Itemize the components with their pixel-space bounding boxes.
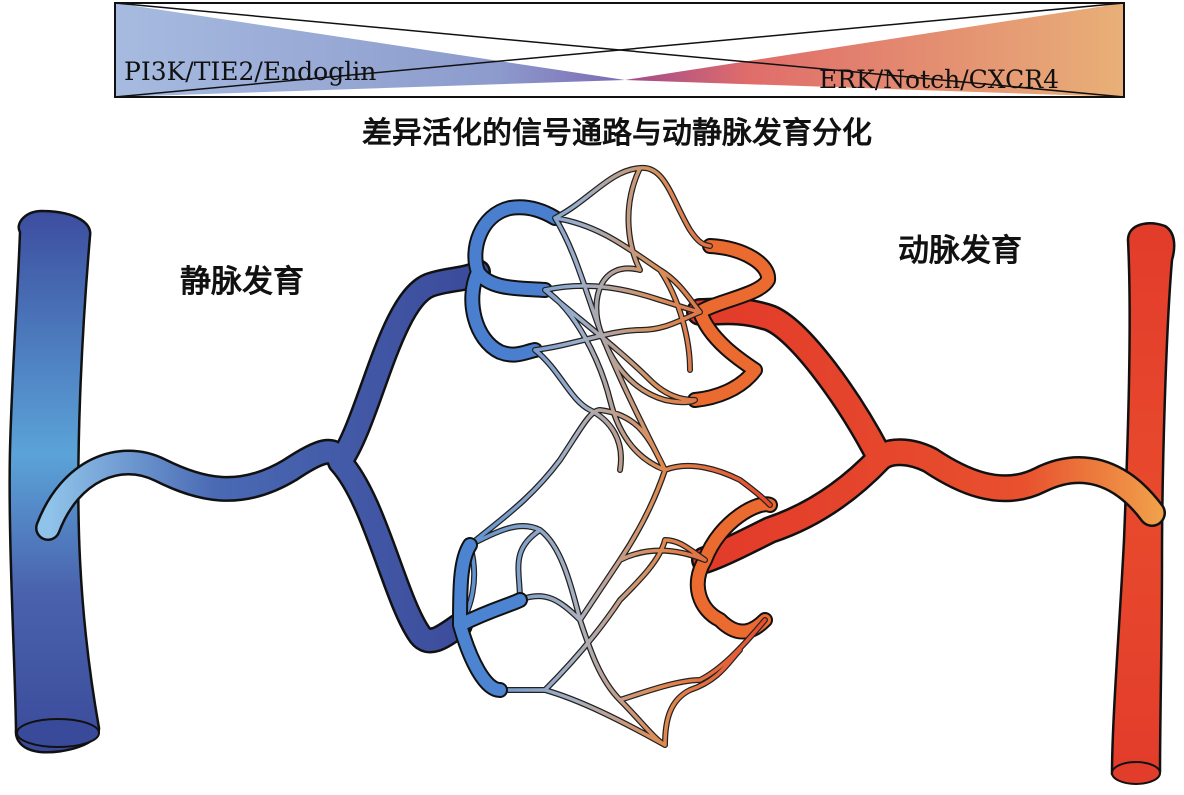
- main-vein: [8, 209, 101, 754]
- vein-development-label: 静脉发育: [180, 264, 304, 300]
- main-artery-opening: [1111, 761, 1161, 785]
- artery-signal-wedge: [625, 3, 1124, 97]
- artery-pathway-label: ERK/Notch/CXCR4: [819, 65, 1059, 94]
- artery-branches: [686, 297, 1166, 574]
- capillary-mesh-fill-lower: [458, 408, 772, 747]
- main-vein-opening: [16, 718, 100, 748]
- lower-venous-capillaries: [452, 537, 528, 698]
- lower-venous-fill: [454, 539, 526, 696]
- pathway-bar-frame: [114, 2, 1125, 98]
- upper-capillary-plexus: [464, 199, 778, 640]
- vein-branch-fill: [37, 261, 489, 651]
- pathway-gradient-bar: PI3K/TIE2/Endoglin ERK/Notch/CXCR4: [114, 2, 1125, 98]
- artery-development-label: 动脉发育: [898, 233, 1022, 269]
- vein-pathway-label: PI3K/TIE2/Endoglin: [124, 57, 376, 86]
- vein-signal-wedge: [115, 3, 625, 97]
- upper-thick-fill-artery: [689, 240, 776, 638]
- capillary-mesh-fill-upper: [533, 166, 712, 472]
- artery-branch-fill: [688, 299, 1164, 572]
- upper-thick-fill: [466, 201, 561, 361]
- diagram-title: 差异活化的信号通路与动静脉发育分化: [362, 116, 872, 151]
- wedge-edge-left: [114, 2, 1125, 98]
- vein-branches: [35, 259, 491, 654]
